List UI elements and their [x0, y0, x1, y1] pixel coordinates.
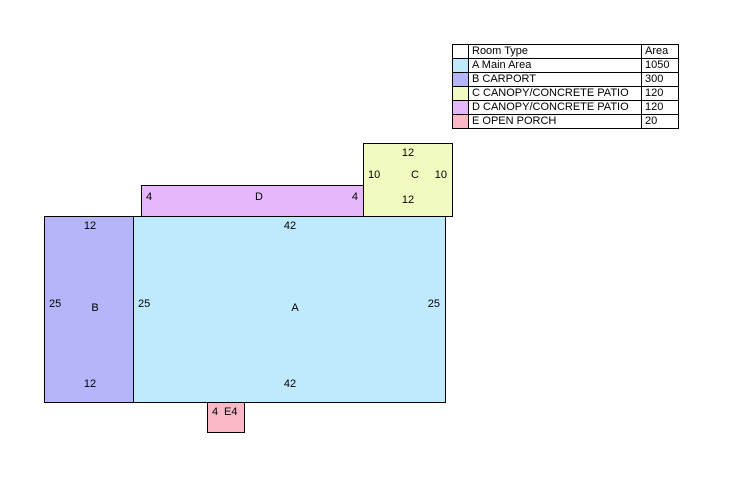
legend-row: B CARPORT 300: [452, 72, 679, 87]
room-d-left-dimension: 4: [146, 191, 153, 203]
room-d-label: D: [255, 191, 263, 203]
legend-row: D CANOPY/CONCRETE PATIO 120: [452, 100, 679, 115]
legend-header-room-type: Room Type: [468, 44, 642, 59]
legend-area: 300: [641, 72, 679, 87]
room-b-label: B: [91, 302, 99, 314]
room-b-top-dimension: 12: [83, 220, 97, 232]
room-c-top-dimension: 12: [401, 147, 415, 159]
room-e: 4 E4: [207, 401, 245, 433]
room-a-bottom-dimension: 42: [283, 378, 297, 390]
room-b-bottom-dimension: 12: [83, 378, 97, 390]
room-c-right-dimension: 10: [434, 169, 447, 181]
room-a: 42 25 A 25 42: [133, 216, 446, 403]
legend-room-type: C CANOPY/CONCRETE PATIO: [468, 86, 642, 101]
room-legend-table: Room Type Area A Main Area 1050 B CARPOR…: [452, 44, 679, 129]
legend-room-type: E OPEN PORCH: [468, 114, 642, 129]
room-d: 4 D 4: [141, 185, 365, 217]
legend-area: 20: [641, 114, 679, 129]
legend-row: C CANOPY/CONCRETE PATIO 120: [452, 86, 679, 101]
room-a-label: A: [291, 302, 299, 314]
room-e-label: E4: [224, 406, 238, 418]
legend-header-area: Area: [641, 44, 679, 59]
legend-row: E OPEN PORCH 20: [452, 114, 679, 129]
legend-swatch: [452, 58, 469, 73]
legend-swatch: [452, 100, 469, 115]
legend-area: 120: [641, 100, 679, 115]
room-c-left-dimension: 10: [368, 169, 381, 181]
legend-header-row: Room Type Area: [452, 44, 679, 59]
room-c-label: C: [411, 169, 419, 181]
room-e-left-dimension: 4: [212, 406, 219, 418]
room-b-left-dimension: 25: [49, 298, 62, 310]
legend-room-type: D CANOPY/CONCRETE PATIO: [468, 100, 642, 115]
legend-swatch: [452, 72, 469, 87]
room-c-bottom-dimension: 12: [401, 194, 415, 206]
legend-room-type: A Main Area: [468, 58, 642, 73]
legend-swatch: [452, 114, 469, 129]
room-b: 12 25 B 12: [44, 216, 135, 403]
room-a-left-dimension: 25: [138, 298, 151, 310]
room-a-right-dimension: 25: [427, 298, 440, 310]
legend-swatch: [452, 86, 469, 101]
legend-row: A Main Area 1050: [452, 58, 679, 73]
legend-header-swatch-cell: [452, 44, 469, 59]
legend-area: 120: [641, 86, 679, 101]
legend-area: 1050: [641, 58, 679, 73]
room-a-top-dimension: 42: [283, 220, 297, 232]
room-d-right-dimension: 4: [351, 191, 358, 203]
room-c: 12 10 C 10 12: [363, 143, 453, 217]
legend-room-type: B CARPORT: [468, 72, 642, 87]
